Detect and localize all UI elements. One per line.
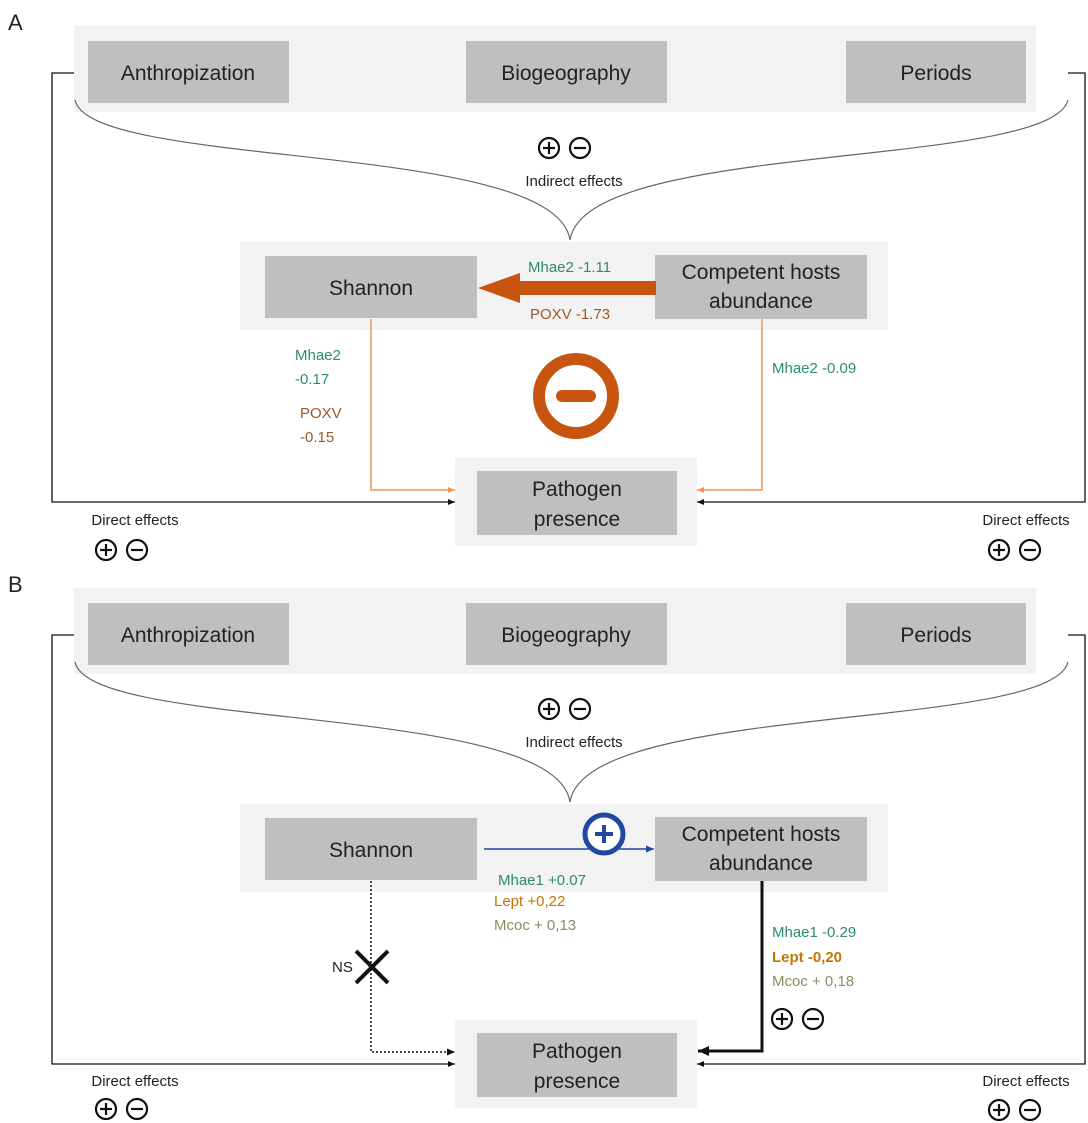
direct-effects-left-label: Direct effects [91, 512, 178, 529]
competent-coef: Mhae2 -0.09 [772, 360, 856, 377]
competent-hosts-label-line2: abundance [709, 290, 813, 313]
indirect-effects-label: Indirect effects [525, 734, 622, 751]
shannon-coef-2: -0.17 [295, 371, 329, 388]
biogeography-box [466, 603, 667, 665]
positive-effect-icon [582, 812, 626, 856]
pathogen-box [477, 1033, 677, 1097]
competent-hosts-box [655, 817, 867, 881]
direct-effect-left-arrow [51, 634, 455, 1067]
mid-coef-1: Mhae1 +0.07 [498, 872, 586, 889]
panel-a-letter: A [8, 10, 23, 35]
indirect-brace [74, 99, 1069, 241]
biogeography-box [466, 41, 667, 103]
competent-to-pathogen-arrow [697, 319, 763, 493]
arrow-coef-bottom: POXV -1.73 [530, 306, 610, 323]
direct-left-plus-minus-icon [94, 538, 149, 562]
competent-hosts-label-line1: Competent hosts [682, 261, 841, 284]
direct-effects-right-label: Direct effects [982, 512, 1069, 529]
anthropization-label: Anthropization [121, 62, 255, 85]
shannon-box [265, 256, 477, 318]
indirect-plus-minus-icon [537, 136, 592, 160]
periods-label: Periods [900, 624, 971, 647]
shannon-label: Shannon [329, 839, 413, 862]
indirect-effects-label: Indirect effects [525, 173, 622, 190]
panel-a: A Anthropization Biogeography Periods In… [8, 10, 1086, 562]
anthropization-label: Anthropization [121, 624, 255, 647]
periods-box [846, 41, 1026, 103]
mid-coef-2: Lept +0,22 [494, 893, 565, 910]
right-coef-1: Mhae1 -0.29 [772, 924, 856, 941]
shannon-box [265, 818, 477, 880]
direct-right-plus-minus-icon [987, 1098, 1042, 1122]
pathogen-box [477, 471, 677, 535]
competent-hosts-box [655, 255, 867, 319]
pathogen-label-line1: Pathogen [532, 478, 622, 501]
pathogen-label-line1: Pathogen [532, 1040, 622, 1063]
direct-effect-right-arrow [697, 72, 1086, 505]
direct-effects-left-label: Direct effects [91, 1073, 178, 1090]
biogeography-label: Biogeography [501, 624, 631, 647]
arrow-coef-top: Mhae2 -1.11 [528, 259, 611, 276]
direct-effects-right-label: Direct effects [982, 1073, 1069, 1090]
right-coef-2: Lept -0,20 [772, 949, 842, 966]
shannon-to-pathogen-arrow [370, 319, 455, 493]
direct-left-plus-minus-icon [94, 1097, 149, 1121]
pathogen-label-line2: presence [534, 1070, 620, 1093]
direct-right-plus-minus-icon [987, 538, 1042, 562]
competent-hosts-label-line2: abundance [709, 852, 813, 875]
negative-effect-icon [533, 353, 619, 439]
shannon-to-pathogen-ns-arrow [370, 881, 455, 1056]
anthropization-box [88, 603, 289, 665]
panel-b-letter: B [8, 572, 23, 597]
panel-b: B Anthropization Biogeography Periods In… [8, 572, 1086, 1122]
periods-box [846, 603, 1026, 665]
shannon-coef-3: POXV [300, 405, 342, 422]
periods-label: Periods [900, 62, 971, 85]
mid-coef-3: Mcoc + 0,13 [494, 917, 576, 934]
indirect-brace [74, 661, 1069, 803]
shannon-coef-4: -0.15 [300, 429, 334, 446]
pathogen-label-line2: presence [534, 508, 620, 531]
competent-plus-minus-icon [770, 1007, 825, 1031]
competent-to-shannon-arrow [478, 273, 656, 303]
indirect-plus-minus-icon [537, 697, 592, 721]
competent-hosts-label-line1: Competent hosts [682, 823, 841, 846]
ns-label: NS [332, 959, 353, 976]
direct-effect-right-arrow [697, 634, 1086, 1067]
competent-to-pathogen-arrow [698, 881, 764, 1056]
not-significant-cross-icon [354, 949, 390, 985]
direct-effect-left-arrow [51, 72, 455, 505]
anthropization-box [88, 41, 289, 103]
right-coef-3: Mcoc + 0,18 [772, 973, 854, 990]
shannon-label: Shannon [329, 277, 413, 300]
biogeography-label: Biogeography [501, 62, 631, 85]
shannon-coef-1: Mhae2 [295, 347, 341, 364]
